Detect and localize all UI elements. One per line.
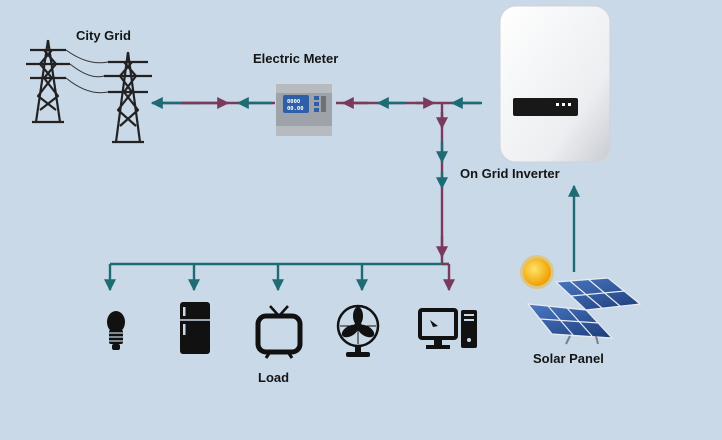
fan-icon (336, 304, 380, 357)
inverter-icon (499, 5, 611, 163)
sun-icon (520, 255, 554, 289)
transmission-tower-icon (26, 39, 152, 144)
television-icon (255, 305, 303, 359)
load-label: Load (258, 370, 290, 385)
power-wires (65, 49, 109, 94)
on-grid-inverter-label: On Grid Inverter (460, 166, 560, 181)
electric-meter-label: Electric Meter (253, 51, 339, 66)
load-bus (104, 262, 455, 292)
solar-panel-label: Solar Panel (533, 351, 604, 366)
light-bulb-icon (107, 311, 125, 350)
refrigerator-icon (180, 302, 210, 354)
meter-line2: 00.00 (287, 106, 304, 112)
city-grid-label: City Grid (76, 28, 131, 43)
computer-icon (418, 308, 477, 349)
meter-line1: 0000 (287, 99, 300, 105)
solar-panel-icon (526, 277, 642, 345)
electric-meter-icon: 0000 00.00 (276, 84, 332, 136)
